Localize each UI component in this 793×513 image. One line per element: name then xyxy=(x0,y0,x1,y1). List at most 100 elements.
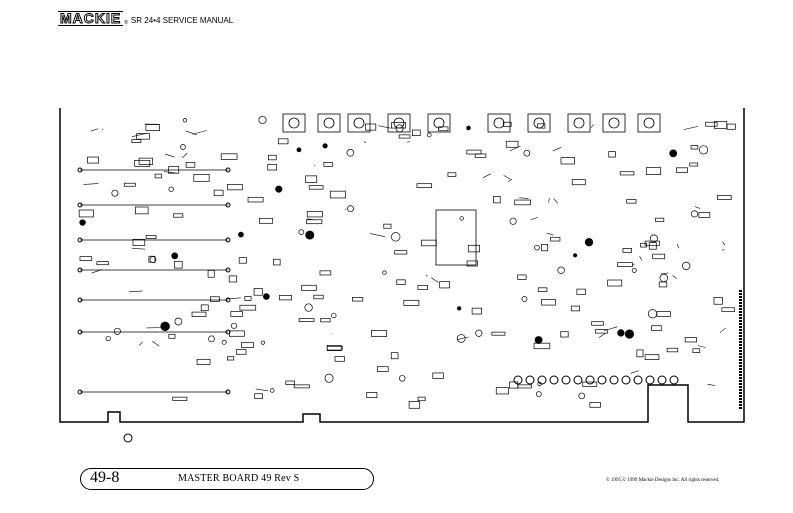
pcb-component xyxy=(196,358,211,365)
pcb-edge-pin xyxy=(739,308,742,310)
pcb-component xyxy=(689,162,699,167)
pcb-trace xyxy=(590,124,594,128)
pcb-pad xyxy=(699,145,709,155)
pcb-component xyxy=(645,167,662,175)
pcb-trimmer-knob xyxy=(433,117,445,129)
pcb-component xyxy=(666,347,679,353)
pcb-component xyxy=(651,325,662,331)
pcb-component xyxy=(220,153,238,160)
pcb-pad xyxy=(168,186,174,192)
pcb-component xyxy=(560,157,575,165)
pcb-component xyxy=(238,257,247,264)
pcb-component xyxy=(509,381,519,389)
pcb-pad xyxy=(149,256,157,263)
pcb-trace xyxy=(719,327,726,333)
mackie-logo: MACKIE xyxy=(58,10,124,26)
pcb-jack xyxy=(657,375,667,385)
pcb-component xyxy=(210,296,220,302)
pcb-component xyxy=(417,284,428,290)
pcb-component xyxy=(193,174,210,182)
pcb-pad xyxy=(509,217,517,225)
pcb-pad xyxy=(456,334,466,343)
pcb-component xyxy=(533,342,551,350)
pcb-component xyxy=(308,185,324,190)
pcb-component xyxy=(398,134,411,139)
pcb-trace xyxy=(546,232,554,236)
registered-mark: ® xyxy=(124,20,128,26)
pcb-component xyxy=(582,381,598,387)
pcb-component xyxy=(365,123,377,131)
pcb-pad xyxy=(523,149,531,157)
pcb-edge-pin xyxy=(739,374,742,376)
pcb-trace xyxy=(255,388,268,392)
pcb-component xyxy=(241,342,254,348)
pcb-trimmer xyxy=(282,113,306,133)
pcb-component xyxy=(466,149,482,155)
pcb-pad xyxy=(77,297,83,303)
pcb-pad xyxy=(113,327,121,335)
pcb-pad xyxy=(682,261,691,271)
pcb-pad xyxy=(573,253,578,258)
pcb-edge-pin xyxy=(739,311,742,313)
pcb-trace xyxy=(378,125,391,129)
pcb-trace xyxy=(603,326,618,332)
pcb-trimmer-knob xyxy=(533,117,545,129)
pcb-pad xyxy=(77,389,83,395)
pcb-edge-pin xyxy=(739,338,742,340)
pcb-component xyxy=(714,121,728,129)
pcb-component xyxy=(655,217,665,222)
pcb-component xyxy=(227,356,235,361)
pcb-component xyxy=(79,256,93,261)
pcb-component xyxy=(626,199,637,204)
pcb-component xyxy=(168,333,176,339)
pcb-pad xyxy=(77,329,83,335)
pcb-component xyxy=(306,211,323,218)
pcb-trace xyxy=(102,128,104,131)
pcb-pad xyxy=(399,375,406,382)
pcb-component xyxy=(537,123,546,129)
pcb-trimmer-knob xyxy=(608,117,620,129)
pcb-component xyxy=(412,129,421,137)
pcb-edge-pin xyxy=(739,329,742,331)
pcb-edge-pin xyxy=(739,401,742,403)
pcb-trace xyxy=(482,173,492,179)
pcb-pad xyxy=(208,335,215,343)
pcb-pad xyxy=(534,244,540,251)
pcb-drawing-svg xyxy=(59,108,745,423)
pcb-edge-pin xyxy=(739,305,742,307)
pcb-component xyxy=(191,311,207,317)
pcb-pad xyxy=(225,167,231,173)
pcb-trace xyxy=(507,178,513,182)
pcb-trace xyxy=(192,130,207,135)
pcb-pad xyxy=(269,388,275,393)
pcb-pad xyxy=(79,219,86,226)
pcb-component xyxy=(293,384,310,389)
pcb-component xyxy=(285,380,295,385)
pcb-pad xyxy=(225,237,231,243)
pcb-pad xyxy=(347,205,354,213)
pcb-component xyxy=(684,337,697,343)
pcb-edge-pin xyxy=(739,332,742,334)
pcb-trace xyxy=(707,383,715,386)
pcb-trimmer xyxy=(637,113,661,133)
pcb-pad xyxy=(669,149,678,158)
pcb-component xyxy=(254,393,263,400)
pcb-component xyxy=(326,345,343,351)
pcb-pad xyxy=(426,132,432,138)
pcb-edge-pin xyxy=(739,395,742,397)
pcb-component xyxy=(692,348,701,353)
pcb-pad xyxy=(584,238,594,247)
pcb-component xyxy=(268,154,277,161)
pcb-pad xyxy=(238,231,244,238)
pcb-component xyxy=(537,287,548,292)
pcb-component xyxy=(416,183,433,188)
pcb-layout-drawing xyxy=(58,100,758,430)
pcb-edge-pin xyxy=(739,290,742,292)
pcb-trace xyxy=(456,336,469,341)
pcb-components xyxy=(77,113,742,409)
pcb-component xyxy=(713,297,723,305)
pcb-trace xyxy=(672,275,677,279)
pcb-trace xyxy=(661,272,669,275)
pcb-component xyxy=(247,196,264,203)
pcb-jack xyxy=(585,375,595,385)
